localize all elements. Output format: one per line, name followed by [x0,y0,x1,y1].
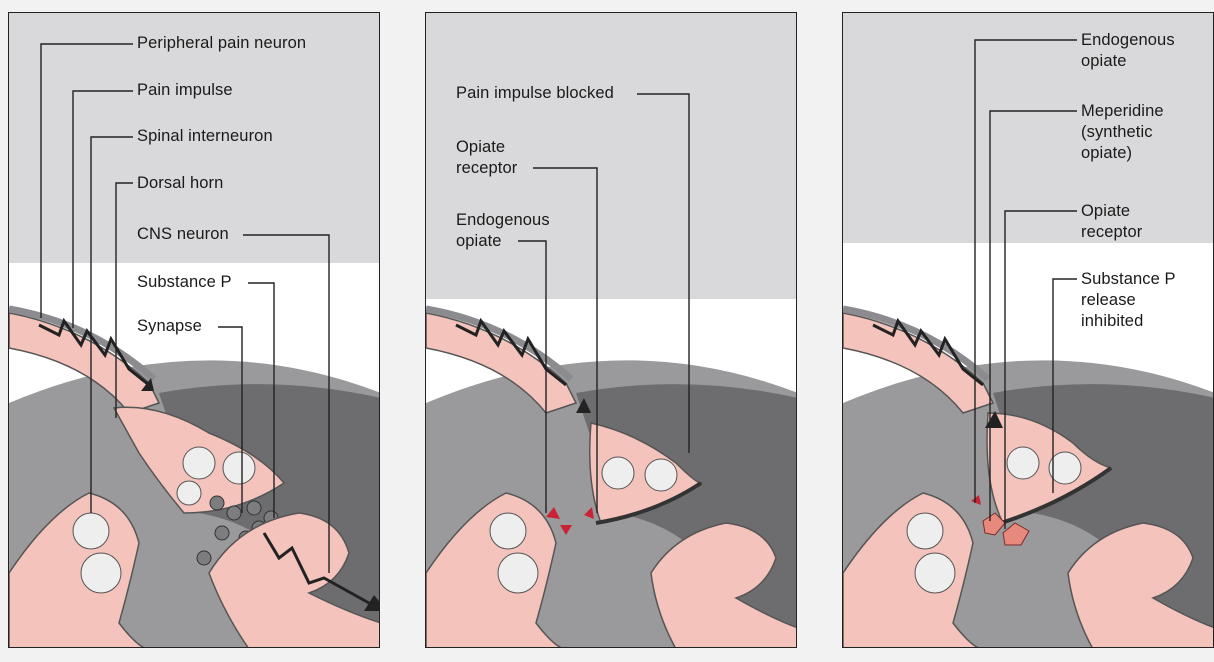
label-opiate-receptor: Opiate receptor [1081,201,1142,243]
interneuron-vesicle [81,553,121,593]
label-endogenous-opiate: Endogenous opiate [1081,30,1175,72]
label-dorsal-horn: Dorsal horn [137,173,223,194]
panel-meperidine: Endogenous opiate Meperidine (synthetic … [842,12,1214,648]
interneuron-vesicle [498,553,538,593]
vesicle [183,447,215,479]
label-pain-impulse-blocked: Pain impulse blocked [456,83,614,104]
panel-impulse-blocked: Pain impulse blocked Opiate receptor End… [425,12,797,648]
vesicle [1049,452,1081,484]
panel-2-illustration [426,13,797,648]
label-endogenous-opiate: Endogenous opiate [456,210,550,252]
interneuron-vesicle [907,513,943,549]
interneuron-vesicle [915,553,955,593]
panel-substance-p-release: Peripheral pain neuron Pain impulse Spin… [8,12,380,648]
vesicle [602,457,634,489]
label-opiate-receptor: Opiate receptor [456,137,517,179]
interneuron-vesicle [490,513,526,549]
label-cns-neuron: CNS neuron [137,224,229,245]
vesicle [223,452,255,484]
label-spinal-interneuron: Spinal interneuron [137,126,273,147]
label-meperidine: Meperidine (synthetic opiate) [1081,101,1164,164]
label-pain-impulse: Pain impulse [137,80,233,101]
vesicle [177,481,201,505]
label-synapse: Synapse [137,316,202,337]
label-peripheral-pain-neuron: Peripheral pain neuron [137,33,306,54]
interneuron-vesicle [73,513,109,549]
label-substance-p-release-inhibited: Substance P release inhibited [1081,269,1176,332]
label-substance-p: Substance P [137,272,232,293]
vesicle [645,459,677,491]
vesicle [1007,447,1039,479]
